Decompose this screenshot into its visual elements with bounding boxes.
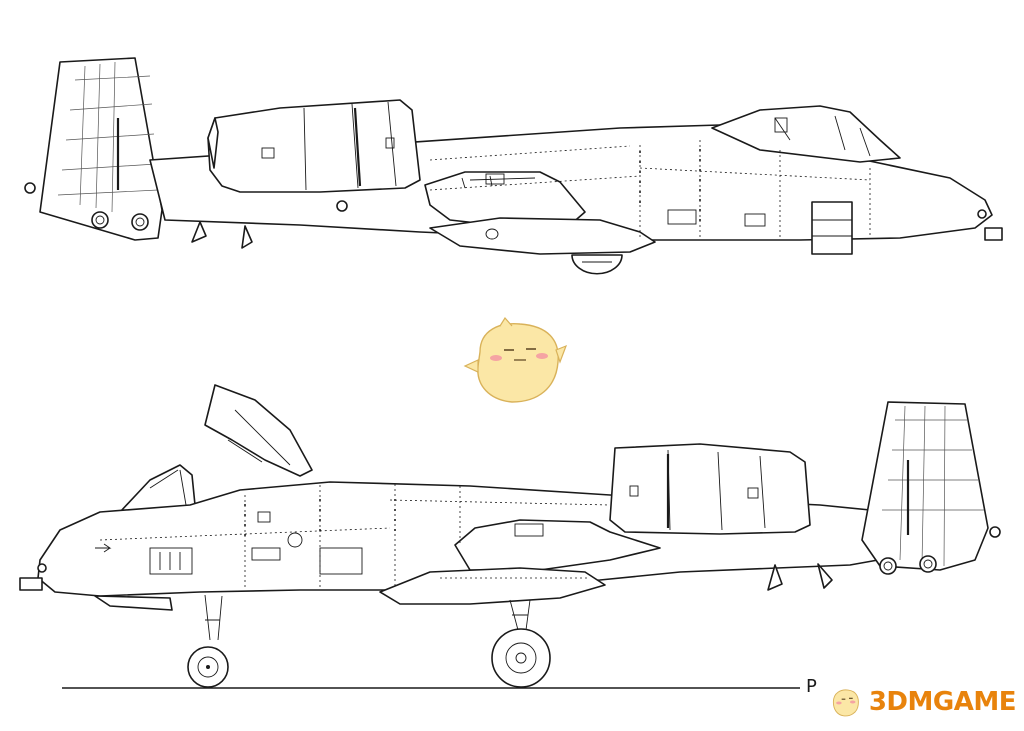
top-rivet-pattern (639, 149, 701, 221)
bottom-main-wheel (491, 628, 551, 688)
bottom-underwing-store (379, 567, 606, 605)
watermark-chick-icon (832, 689, 859, 717)
top-main-wheel (571, 254, 623, 275)
aircraft-top-view (24, 57, 1003, 275)
aircraft-bottom-view (19, 384, 1001, 688)
chick-mascot-icon (463, 316, 568, 403)
watermark-text: 3DMGAME (868, 687, 1017, 717)
top-underwing-store (429, 217, 656, 255)
ground-marker-label: P (806, 676, 817, 697)
top-engine-nacelle (207, 99, 421, 193)
bottom-engine-nacelle (609, 443, 811, 535)
bottom-rivet-pattern (244, 499, 396, 536)
bottom-main-gear-strut (509, 599, 531, 631)
bottom-nose-gear-strut (204, 594, 223, 641)
bottom-tail-fin (861, 401, 989, 571)
bottom-open-canopy (204, 384, 313, 477)
site-watermark: 3DMGAME (826, 680, 1017, 724)
top-canopy (711, 105, 901, 163)
